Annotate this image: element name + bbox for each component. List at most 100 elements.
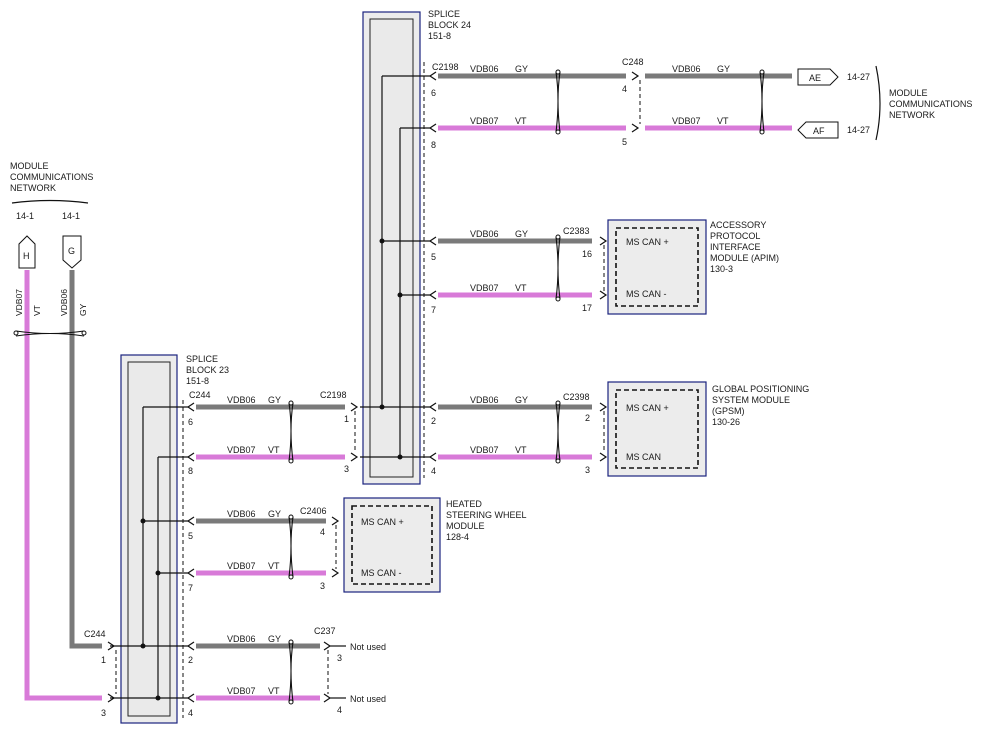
wire-h-c244-vt xyxy=(24,270,102,701)
wl-7-color: GY xyxy=(515,395,528,405)
pin-sb24-6: 6 xyxy=(431,88,436,98)
hsw-title-1: HEATED xyxy=(446,499,482,509)
splice-block-24-title-2: BLOCK 24 xyxy=(428,20,471,30)
twisted-pair-markers xyxy=(13,69,765,705)
tag-g[interactable] xyxy=(62,235,82,269)
hsw-title-2: STEERING WHEEL xyxy=(446,510,527,520)
ref-af: 14-27 xyxy=(847,125,870,135)
ref-g: 14-1 xyxy=(62,211,80,221)
gpsm-title-3: (GPSM) xyxy=(712,406,745,416)
splice-block-23-title-1: SPLICE xyxy=(186,354,218,364)
apim-pin-ms-can-plus: MS CAN + xyxy=(626,237,669,247)
tag-h[interactable] xyxy=(18,235,36,269)
wl-11-color: GY xyxy=(268,509,281,519)
module-hsw-box[interactable] xyxy=(343,497,441,593)
splice-block-23-inner xyxy=(127,361,171,717)
wl-12-color: VT xyxy=(268,561,280,571)
wl-6-color: VT xyxy=(515,283,527,293)
pin-hsw-4: 4 xyxy=(320,527,325,537)
hsw-pin-ms-can-plus: MS CAN + xyxy=(361,517,404,527)
tag-af-label: AF xyxy=(813,126,825,136)
wire-labels: VDB06 GY VDB06 GY VDB07 VT VDB07 VT VDB0… xyxy=(227,64,730,696)
right-network-title-1: MODULE xyxy=(889,88,928,98)
pin-sb23-2: 2 xyxy=(188,655,193,665)
hsw-title-3: MODULE xyxy=(446,521,485,531)
wl-1-color: GY xyxy=(515,64,528,74)
pin-sb24-5: 5 xyxy=(431,252,436,262)
pin-apim-16: 16 xyxy=(582,249,592,259)
wl-13-color: GY xyxy=(268,634,281,644)
connector-labels: C2198 C248 C2383 C2398 C244 C2198 C2406 … xyxy=(84,57,644,639)
pin-sb23-5: 5 xyxy=(188,531,193,541)
left-network-title-2: COMMUNICATIONS xyxy=(10,172,93,182)
not-used-labels: Not used Not used xyxy=(350,642,386,704)
apim-title-1: ACCESSORY xyxy=(710,220,766,230)
connector-c248: C248 xyxy=(622,57,644,67)
pin-gpsm-3: 3 xyxy=(585,465,590,475)
gpsm-title-4: 130-26 xyxy=(712,417,740,427)
pin-sb24-8: 8 xyxy=(431,140,436,150)
tag-g-label: G xyxy=(68,246,75,256)
tag-af[interactable] xyxy=(797,121,839,139)
wl-9-color: GY xyxy=(268,395,281,405)
pin-c248-5: 5 xyxy=(622,137,627,147)
splice-block-23: SPLICE BLOCK 23 151-8 xyxy=(120,354,229,724)
gpsm-pin-ms-can-plus: MS CAN + xyxy=(626,403,669,413)
tag-ae[interactable] xyxy=(797,68,839,86)
gpsm-title-1: GLOBAL POSITIONING xyxy=(712,384,809,394)
connector-c2398: C2398 xyxy=(563,392,590,402)
module-apim-box[interactable] xyxy=(607,219,707,315)
wl-2-circuit: VDB06 xyxy=(672,64,701,74)
gpsm-title-2: SYSTEM MODULE xyxy=(712,395,790,405)
apim-title-5: 130-3 xyxy=(710,264,733,274)
wl-12-circuit: VDB07 xyxy=(227,561,256,571)
pin-c2198-1: 1 xyxy=(344,414,349,424)
wl-10-circuit: VDB07 xyxy=(227,445,256,455)
wl-5-color: GY xyxy=(515,229,528,239)
wl-7-circuit: VDB06 xyxy=(470,395,499,405)
apim-title-4: MODULE (APIM) xyxy=(710,253,779,263)
connector-c2198-mid: C2198 xyxy=(320,390,347,400)
wl-6-circuit: VDB07 xyxy=(470,283,499,293)
wire-g-color: GY xyxy=(78,303,88,316)
pin-sb24-4: 4 xyxy=(431,466,436,476)
connector-c244-bottom: C244 xyxy=(84,629,106,639)
wl-14-circuit: VDB07 xyxy=(227,686,256,696)
right-network-brace xyxy=(875,65,881,141)
wl-4-circuit: VDB07 xyxy=(672,116,701,126)
not-used-pin-4: Not used xyxy=(350,694,386,704)
module-apim-connector xyxy=(615,227,699,307)
apim-pin-ms-can-minus: MS CAN - xyxy=(626,289,667,299)
splice-block-24: SPLICE BLOCK 24 151-8 xyxy=(362,9,471,485)
wl-8-color: VT xyxy=(515,445,527,455)
pin-numbers: 6 8 4 5 5 7 16 17 2 4 2 3 6 8 1 3 5 7 4 … xyxy=(101,84,627,718)
wl-11-circuit: VDB06 xyxy=(227,509,256,519)
pin-c237-4: 4 xyxy=(337,705,342,715)
pin-sb23-4: 4 xyxy=(188,708,193,718)
wl-14-color: VT xyxy=(268,686,280,696)
wl-5-circuit: VDB06 xyxy=(470,229,499,239)
splice-block-23-buses xyxy=(110,406,188,701)
pin-sb23-7: 7 xyxy=(188,583,193,593)
apim-title-2: PROTOCOL xyxy=(710,231,760,241)
wl-10-color: VT xyxy=(268,445,280,455)
left-network-brace xyxy=(11,199,89,204)
wire-g-circuit: VDB06 xyxy=(59,289,69,316)
module-gpsm: MS CAN + MS CAN GLOBAL POSITIONING SYSTE… xyxy=(607,381,809,477)
wl-3-circuit: VDB07 xyxy=(470,116,499,126)
pin-apim-17: 17 xyxy=(582,303,592,313)
connector-c244-top: C244 xyxy=(189,390,211,400)
wire-g-c244-gy xyxy=(69,270,102,649)
module-hsw-connector xyxy=(351,505,433,585)
gpsm-pin-ms-can: MS CAN xyxy=(626,452,661,462)
splice-block-24-title-3: 151-8 xyxy=(428,31,451,41)
pin-c244-1: 1 xyxy=(101,655,106,665)
pin-c244-3: 3 xyxy=(101,708,106,718)
module-gpsm-box[interactable] xyxy=(607,381,707,477)
left-network: MODULE COMMUNICATIONS NETWORK 14-1 14-1 … xyxy=(10,161,93,316)
pin-c2198-3: 3 xyxy=(344,464,349,474)
splice-block-24-title-1: SPLICE xyxy=(428,9,460,19)
hsw-pin-ms-can-minus: MS CAN - xyxy=(361,568,402,578)
right-network-title-3: NETWORK xyxy=(889,110,935,120)
